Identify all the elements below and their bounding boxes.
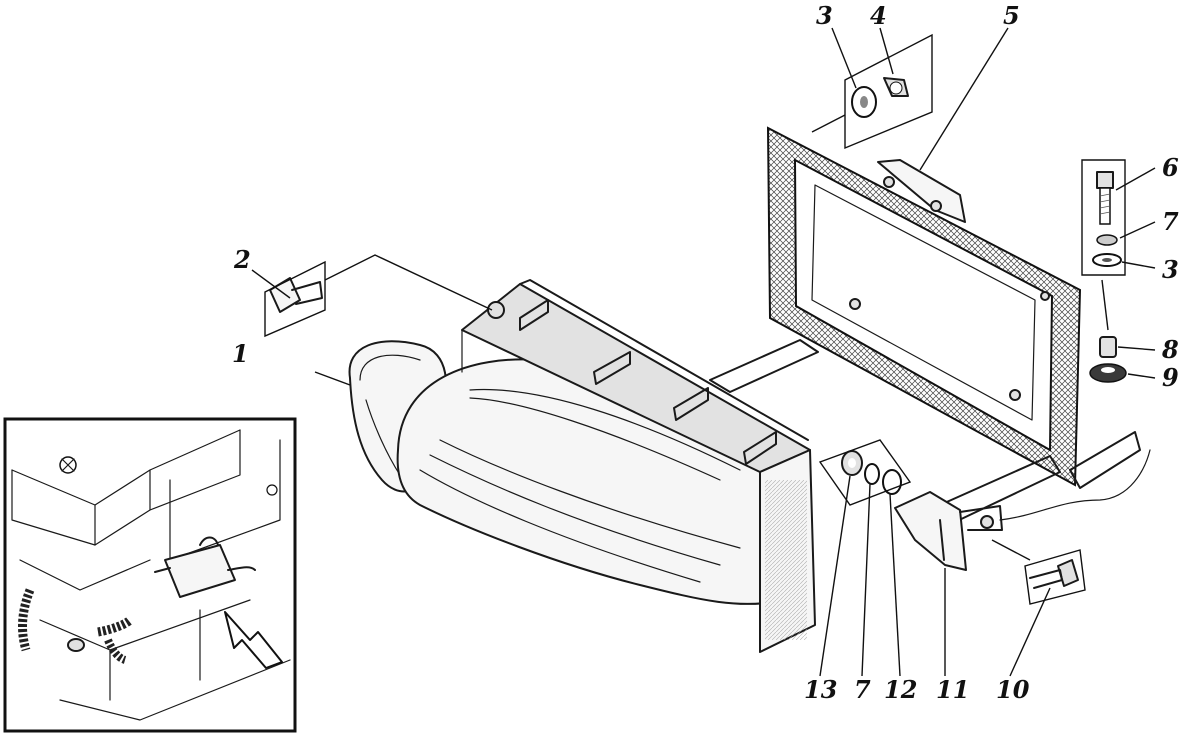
leader-boxes <box>264 33 1126 605</box>
air-duct-part-1 <box>348 279 816 653</box>
callout-3-top: 3 <box>816 1 833 30</box>
wing-nut-part-4 <box>883 77 909 97</box>
callout-1: 1 <box>232 339 249 368</box>
frame-part-5 <box>709 126 1141 523</box>
callout-5: 5 <box>1003 1 1020 30</box>
bracket-part-11 <box>894 491 1003 571</box>
grommet-part-9 <box>1089 363 1127 383</box>
callout-12: 12 <box>884 675 917 704</box>
bolt-part-2 <box>269 277 323 313</box>
spring-washer-part-7-bottom <box>864 463 880 485</box>
callout-13: 13 <box>804 675 837 704</box>
washer-part-3-top <box>851 86 877 118</box>
callout-7-bottom: 7 <box>854 675 871 704</box>
bolt-part-10 <box>1029 559 1079 589</box>
washer-part-12 <box>882 469 902 495</box>
callout-3-right: 3 <box>1162 255 1179 284</box>
nut-part-13 <box>841 450 863 476</box>
callout-11: 11 <box>936 675 969 704</box>
washer-part-3-right <box>1092 253 1122 267</box>
inset-location-view <box>3 417 297 733</box>
spring-washer-part-7-right <box>1096 234 1118 246</box>
callout-2: 2 <box>233 245 251 274</box>
callout-4: 4 <box>870 1 887 30</box>
callout-9: 9 <box>1162 363 1179 392</box>
sleeve-part-8 <box>1099 336 1117 358</box>
callout-7-right: 7 <box>1162 207 1179 236</box>
callout-10: 10 <box>996 675 1030 704</box>
callout-6: 6 <box>1162 153 1179 182</box>
body-panel-edge <box>999 449 1151 521</box>
bolt-part-6 <box>1096 171 1114 225</box>
callout-8: 8 <box>1161 335 1179 364</box>
leader-lines <box>251 27 1156 677</box>
callout-numbers: 1 2 3 4 5 6 7 3 8 9 13 7 12 11 10 <box>232 1 1179 704</box>
